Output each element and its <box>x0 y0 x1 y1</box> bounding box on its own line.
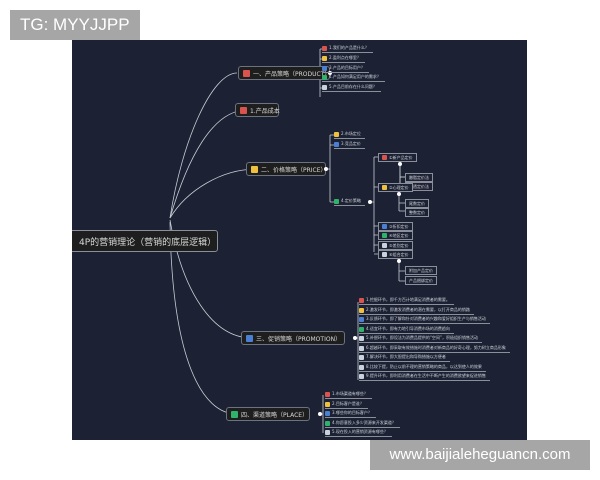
node-product-cost[interactable]: 1.产品成本 <box>235 103 280 117</box>
node-product[interactable]: 一、产品策略（PRODUCT） <box>238 66 330 80</box>
pricing-strategy[interactable]: ④地区定价 <box>378 231 413 240</box>
green-flag-icon <box>325 420 330 426</box>
gray-flag-icon <box>382 252 387 257</box>
collapse-handle[interactable] <box>368 200 372 204</box>
root-label: 4P的营销理论（营销的底层逻辑） <box>79 237 217 248</box>
promotion-item[interactable]: 7.解决环节，即大胆提出和导购措施以方便者 <box>359 353 450 362</box>
yellow-flag-icon <box>382 185 387 190</box>
red-flag-icon <box>322 45 327 51</box>
blue-flag-icon <box>322 65 327 71</box>
root-node[interactable]: 4P的营销理论（营销的底层逻辑） <box>72 230 218 252</box>
gray-flag-icon <box>359 335 364 341</box>
yellow-flag-icon <box>325 401 330 407</box>
blue-flag-icon <box>382 224 387 229</box>
yellow-flag-icon <box>359 307 364 313</box>
promotion-item[interactable]: 6.超越环节，即采取有效措施时消费者对新商品的好奇心理，努力树立商品形象 <box>359 344 510 353</box>
gray-flag-icon <box>382 243 387 248</box>
pricing-strategy[interactable]: ③折扣定价 <box>378 222 413 231</box>
collapse-handle[interactable] <box>353 336 357 340</box>
pricing-strategy[interactable]: ⑤差别定价 <box>378 241 413 250</box>
collapse-handle[interactable] <box>324 167 328 171</box>
green-flag-icon <box>359 326 364 332</box>
promotion-item[interactable]: 3.反馈环节，即了解和针对消费者的兴趣和爱好组织生产与销售活动 <box>359 315 490 324</box>
gray-flag-icon <box>359 364 364 370</box>
pricing-sub[interactable]: 产品捆绑定价 <box>405 276 437 285</box>
promotion-item[interactable]: 1.挖掘环节，即千方百计地满足消费者的需要。 <box>359 296 454 305</box>
green-flag-icon <box>231 410 238 418</box>
gray-flag-icon <box>359 373 364 379</box>
product-item[interactable]: 2.盈利点在哪里？ <box>322 54 365 63</box>
green-flag-icon <box>334 198 339 204</box>
promotion-item[interactable]: 4.适宜环节，即有力地引导消费市场的消费趋向 <box>359 325 454 334</box>
pricing-strategy[interactable]: ⑥组合定价 <box>378 250 413 259</box>
red-flag-icon <box>359 297 364 303</box>
price-item[interactable]: 3.竞品定价 <box>334 140 365 149</box>
node-place[interactable]: 四、渠道策略（PLACE） <box>226 407 310 421</box>
price-item[interactable]: 4.定价策略 <box>334 197 365 206</box>
promotion-item[interactable]: 5.补偿环节，即设法为消费品提供的“空间”，积极组织销售活动 <box>359 334 482 343</box>
mindmap-canvas: 4P的营销理论（营销的底层逻辑） 一、产品策略（PRODUCT） 1.我们的产品… <box>72 40 527 440</box>
place-item[interactable]: 4.你愿意投入多少资源来开发渠道？ <box>325 419 400 428</box>
promotion-item[interactable]: 2.激发环节，即激发消费者的潜在需要，以打开商品的销路 <box>359 306 474 315</box>
red-flag-icon <box>240 106 247 114</box>
watermark-bottom: www.baijialeheguancn.com <box>370 440 590 470</box>
product-item[interactable]: 5.产品目前存在什么问题？ <box>322 83 381 92</box>
red-flag-icon <box>382 155 387 160</box>
pricing-sub[interactable]: 整数定价 <box>405 208 429 217</box>
green-flag-icon <box>382 233 387 238</box>
place-item[interactable]: 5.现在投入的营销资源有哪些？ <box>325 428 392 437</box>
gray-flag-icon <box>325 429 330 435</box>
blue-flag-icon <box>359 316 364 322</box>
promotion-item[interactable]: 9.提升环节，即利用消费者在生活中不断产生的消费欲望来促进销售 <box>359 372 490 381</box>
gray-flag-icon <box>359 354 364 360</box>
node-promotion[interactable]: 三、促销策略（PROMOTION） <box>241 331 345 345</box>
node-price[interactable]: 二、价格策略（PRICE） <box>246 162 327 176</box>
blue-flag-icon <box>334 141 339 147</box>
pricing-sub[interactable]: 撇脂定价法 <box>405 173 433 182</box>
promotion-item[interactable]: 8.比较下提，防止以前不理的营销策略的商品，以达到使人的效果 <box>359 363 486 372</box>
yellow-flag-icon <box>334 131 339 137</box>
place-item[interactable]: 2.目标客户是谁？ <box>325 400 368 409</box>
pricing-sub[interactable]: 附加产品定价 <box>405 266 437 275</box>
collapse-handle[interactable] <box>397 259 401 263</box>
yellow-flag-icon <box>251 165 258 173</box>
product-item[interactable]: 4.产品如何满足用户的需求？ <box>322 73 385 82</box>
gray-flag-icon <box>359 345 364 351</box>
green-flag-icon <box>322 74 327 80</box>
watermark-top: TG: MYYJJPP <box>10 10 140 40</box>
pricing-strategy[interactable]: ①新产品定价 <box>378 153 417 162</box>
collapse-handle[interactable] <box>328 71 332 75</box>
blue-flag-icon <box>325 410 330 416</box>
place-item[interactable]: 3.哪些你的目标客户？ <box>325 409 376 418</box>
collapse-handle[interactable] <box>398 162 402 166</box>
place-item[interactable]: 1.市场渠道有哪些？ <box>325 390 372 399</box>
pricing-strategy[interactable]: ②心理定价 <box>378 183 413 192</box>
product-item[interactable]: 3.产品的目标用户？ <box>322 64 369 73</box>
collapse-handle[interactable] <box>397 192 401 196</box>
blue-flag-icon <box>246 334 253 342</box>
pricing-sub[interactable]: 尾数定价 <box>405 199 429 208</box>
collapse-handle[interactable] <box>318 412 322 416</box>
gray-flag-icon <box>322 84 327 90</box>
price-item[interactable]: 2.市场定位 <box>334 130 365 139</box>
priority-1-icon <box>243 69 250 77</box>
product-item[interactable]: 1.我们的产品是什么？ <box>322 44 373 53</box>
yellow-flag-icon <box>322 55 327 61</box>
red-flag-icon <box>325 391 330 397</box>
